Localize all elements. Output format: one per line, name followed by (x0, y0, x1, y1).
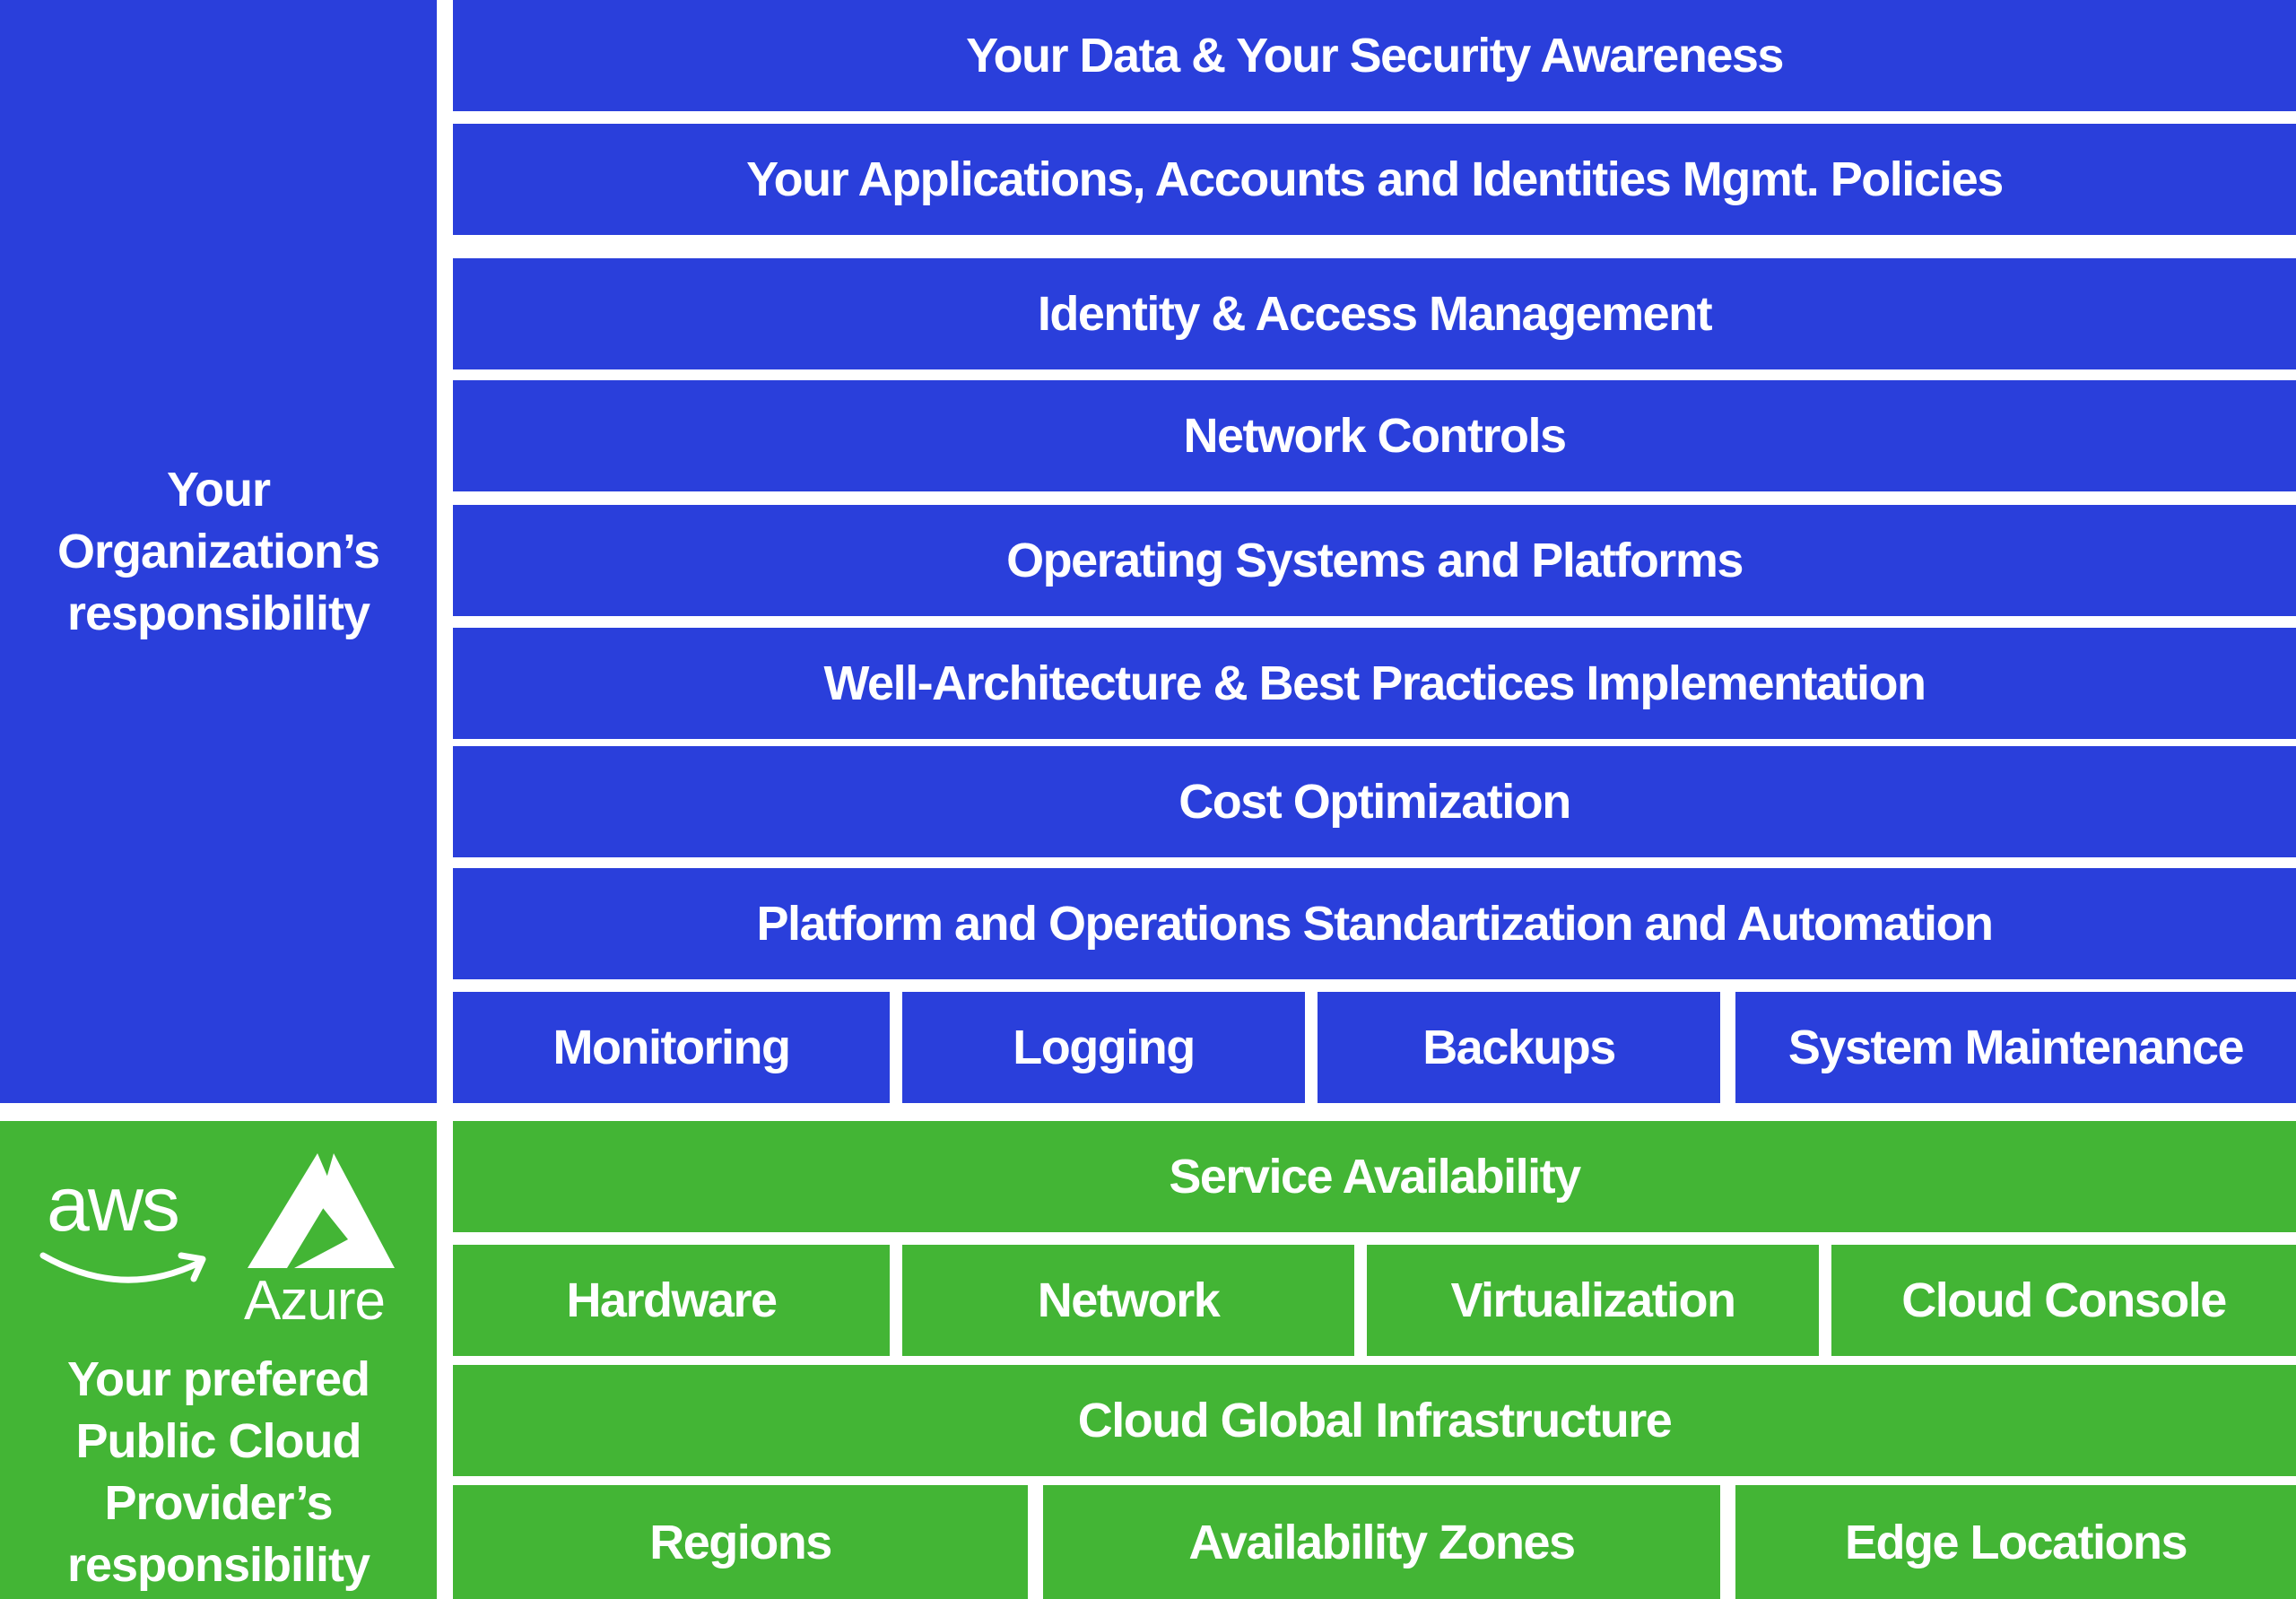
layer-global-infrastructure: Cloud Global Infrastructure (453, 1365, 2296, 1476)
provider-panel (0, 1121, 437, 1599)
layer-data-security: Your Data & Your Security Awareness (453, 0, 2296, 111)
component-cloud-console: Cloud Console (1831, 1245, 2296, 1356)
azure-icon (248, 1153, 395, 1268)
ops-logging: Logging (902, 992, 1305, 1103)
component-network: Network (902, 1245, 1354, 1356)
layer-operating-systems: Operating Systems and Platforms (453, 505, 2296, 616)
location-availability-zones: Availability Zones (1043, 1485, 1720, 1599)
azure-logo: Azure (244, 1150, 396, 1329)
location-edge-locations: Edge Locations (1735, 1485, 2296, 1599)
azure-logo-text: Azure (244, 1270, 386, 1332)
location-regions: Regions (453, 1485, 1028, 1599)
layer-standardization-automation: Platform and Operations Standartization … (453, 868, 2296, 979)
organization-panel (0, 0, 437, 1103)
layer-cost-optimization: Cost Optimization (453, 746, 2296, 857)
organization-label: Your Organization’s responsibility (57, 463, 380, 640)
layer-service-availability: Service Availability (453, 1121, 2296, 1232)
layer-well-architecture: Well-Architecture & Best Practices Imple… (453, 628, 2296, 739)
layer-applications-policies: Your Applications, Accounts and Identiti… (453, 124, 2296, 235)
ops-backups: Backups (1318, 992, 1720, 1103)
provider-label: Your prefered Public Cloud Provider’s re… (66, 1352, 370, 1592)
ops-monitoring: Monitoring (453, 992, 890, 1103)
layer-identity-access: Identity & Access Management (453, 258, 2296, 369)
ops-system-maintenance: System Maintenance (1735, 992, 2296, 1103)
component-virtualization: Virtualization (1367, 1245, 1819, 1356)
layer-network-controls: Network Controls (453, 380, 2296, 491)
aws-logo: aws (39, 1166, 210, 1300)
aws-logo-text: aws (47, 1161, 180, 1247)
component-hardware: Hardware (453, 1245, 890, 1356)
aws-smile-icon (39, 1252, 206, 1283)
